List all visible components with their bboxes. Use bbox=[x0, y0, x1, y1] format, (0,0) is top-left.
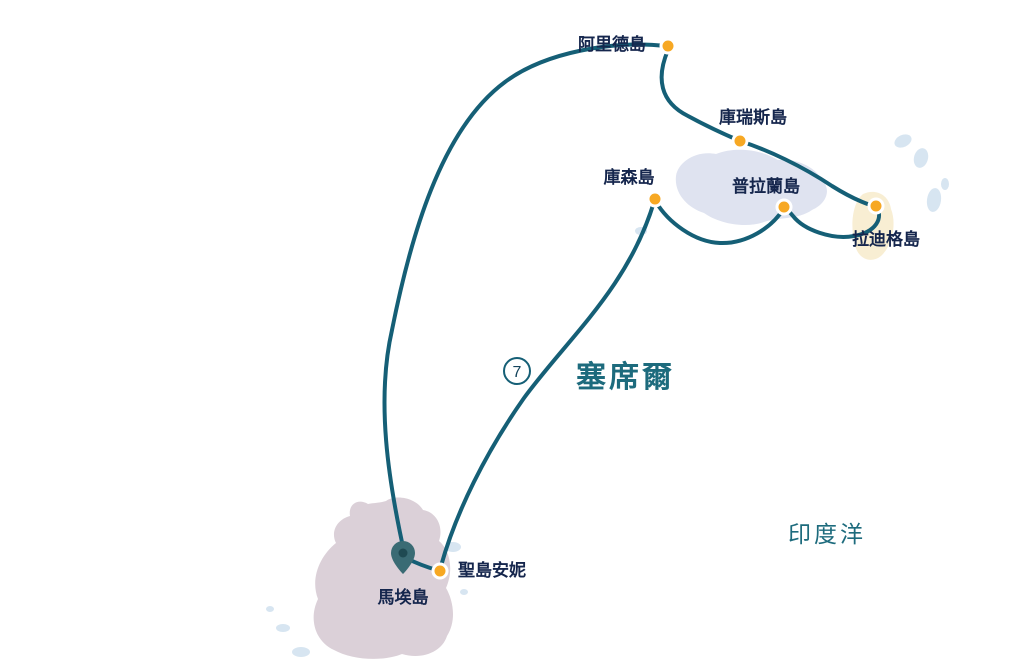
islet-shape bbox=[926, 188, 942, 212]
island-shapes bbox=[266, 134, 949, 659]
port-label-cousin: 庫森島 bbox=[603, 168, 655, 187]
port-label-praslin: 普拉蘭島 bbox=[732, 177, 800, 196]
port-label-ladigue: 拉迪格島 bbox=[852, 230, 920, 249]
route-segment-mahe-aride bbox=[382, 42, 667, 558]
home-port-pin-icon bbox=[391, 541, 415, 574]
islet-shape bbox=[913, 148, 929, 168]
port-label-stanne: 聖島安妮 bbox=[458, 561, 526, 580]
islet-shape bbox=[276, 624, 290, 632]
port-marker-cousin bbox=[646, 190, 664, 208]
route-segment-praslin-cousin bbox=[654, 200, 786, 246]
port-marker-curieuse bbox=[731, 132, 749, 150]
route-day-badge-circle bbox=[503, 357, 531, 385]
islet-shape bbox=[894, 134, 912, 148]
port-label-mahe: 馬埃島 bbox=[377, 588, 429, 607]
islet-shape bbox=[460, 589, 468, 595]
islet-shape bbox=[292, 647, 310, 657]
port-marker-ladigue bbox=[867, 197, 885, 215]
route-day-badge-number: 7 bbox=[513, 364, 522, 381]
port-marker-praslin bbox=[775, 198, 793, 216]
pin-center bbox=[398, 548, 408, 558]
ocean-label: 印度洋 bbox=[788, 521, 866, 547]
route-segment-cousin-stanne bbox=[439, 200, 656, 568]
islet-shape bbox=[941, 178, 949, 190]
port-label-aride: 阿里德島 bbox=[578, 35, 646, 54]
port-label-curieuse: 庫瑞斯島 bbox=[719, 108, 787, 127]
mahe-island-shape bbox=[313, 497, 454, 659]
port-marker-aride bbox=[659, 37, 677, 55]
islet-shape bbox=[266, 606, 274, 612]
region-label: 塞席爾 bbox=[576, 361, 675, 394]
route-day-badge: 7 bbox=[503, 357, 531, 385]
port-markers bbox=[431, 37, 885, 580]
port-marker-stanne bbox=[431, 562, 449, 580]
cruise-route-line bbox=[382, 42, 882, 572]
